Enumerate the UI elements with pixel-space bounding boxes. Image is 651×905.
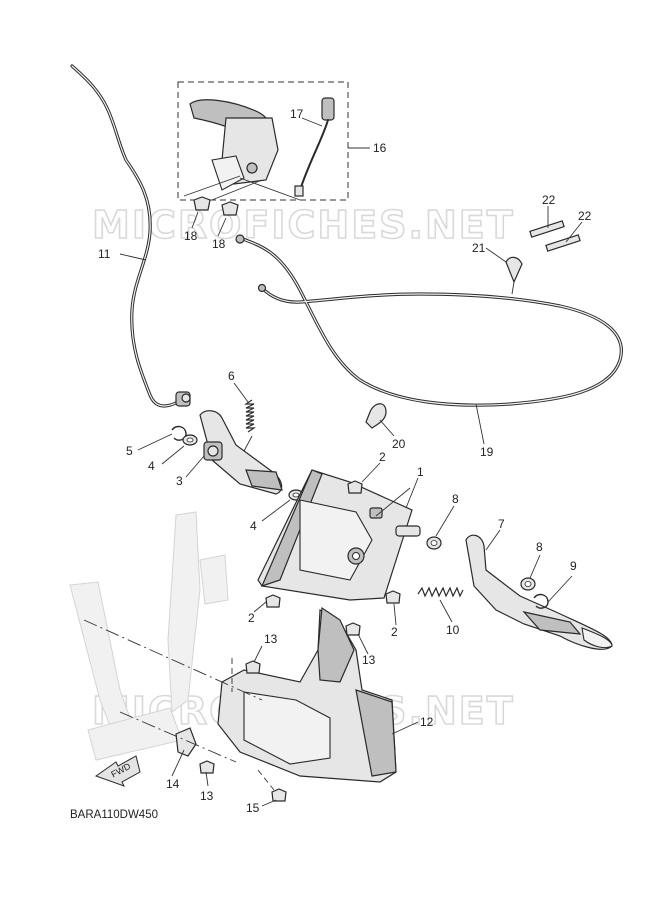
bracket-1 — [257, 469, 421, 601]
lever-assembly-16 — [189, 99, 301, 201]
callout-19: 19 — [480, 445, 494, 459]
callout-2b: 2 — [248, 611, 255, 625]
cable-11 — [70, 64, 191, 408]
assembly-16-box — [177, 81, 349, 201]
callout-11: 11 — [98, 247, 111, 261]
washer-4a — [182, 434, 198, 446]
clip-20 — [365, 403, 387, 429]
bolt-15 — [271, 788, 287, 802]
callout-9: 9 — [570, 559, 577, 573]
leader-lines — [119, 117, 583, 807]
callout-1: 1 — [417, 465, 424, 479]
callout-2a: 2 — [379, 450, 386, 464]
washer-8a — [426, 536, 442, 550]
callout-20: 20 — [392, 437, 406, 451]
washer-8b — [520, 577, 536, 591]
callout-2c: 2 — [391, 625, 398, 639]
watermark-top: MICROFICHES.NET — [92, 203, 515, 247]
drawing-code: BARA110DW450 — [70, 809, 158, 821]
bolts-18 — [183, 175, 263, 216]
callout-22a: 22 — [542, 193, 556, 207]
callout-4a: 4 — [148, 459, 155, 473]
callout-21: 21 — [472, 241, 486, 255]
clip-21 — [505, 256, 523, 295]
callout-3: 3 — [176, 474, 183, 488]
alignment-lines — [83, 619, 275, 791]
callout-13a: 13 — [264, 632, 278, 646]
callout-5: 5 — [126, 444, 133, 458]
callout-7: 7 — [498, 517, 505, 531]
bolts-13 — [199, 622, 361, 774]
clip-5 — [171, 425, 187, 441]
callout-8b: 8 — [536, 540, 543, 554]
callout-16: 16 — [373, 141, 387, 155]
fwd-arrow: FWD — [94, 755, 141, 787]
cable-19 — [235, 234, 623, 407]
pins-22 — [529, 220, 581, 252]
callout-10: 10 — [446, 623, 460, 637]
bracket-14 — [175, 727, 197, 757]
callout-13b: 13 — [362, 653, 376, 667]
callout-4b: 4 — [250, 519, 257, 533]
callout-14: 14 — [166, 777, 180, 791]
cover-12 — [217, 606, 397, 783]
pedal-7 — [465, 534, 613, 650]
callout-12: 12 — [420, 715, 434, 729]
bolts-2 — [265, 480, 401, 608]
callout-15: 15 — [246, 801, 260, 815]
callout-18b: 18 — [212, 237, 226, 251]
switch-17 — [294, 97, 335, 197]
callout-17: 17 — [290, 107, 304, 121]
callout-6: 6 — [228, 369, 235, 383]
ghost-frame — [69, 511, 229, 761]
callout-18a: 18 — [184, 229, 198, 243]
spring-10 — [417, 586, 464, 598]
callout-8a: 8 — [452, 492, 459, 506]
callout-13c: 13 — [200, 789, 214, 803]
callout-22b: 22 — [578, 209, 592, 223]
lever-3 — [199, 410, 283, 495]
